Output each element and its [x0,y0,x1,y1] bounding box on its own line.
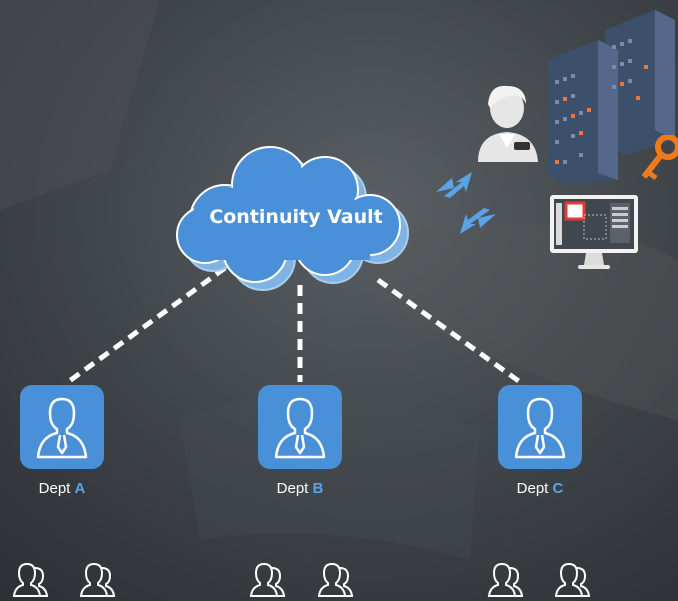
dept-a-label: Dept A [7,480,117,497]
team-member-icon [488,563,523,597]
dept-c-letter: C [552,480,564,497]
dept-b-person-icon [258,385,342,469]
dept-b-prefix: Dept [276,480,313,497]
dept-a-person-icon [20,385,104,469]
sync-arrows-icon [436,172,496,234]
line-to-dept-a [66,265,227,385]
cloud-icon [176,146,409,291]
team-member-icon [555,563,590,597]
dept-c-prefix: Dept [516,480,553,497]
dept-b-label: Dept B [245,480,355,497]
cloud-label: Continuity Vault [209,206,383,228]
key-icon [641,135,678,180]
team-member-icon [13,563,48,597]
monitor-icon [550,195,638,269]
office-buildings-icon [548,10,675,185]
line-to-dept-c [376,277,522,385]
dept-b-letter: B [312,480,324,497]
dept-a-prefix: Dept [38,480,75,497]
team-member-icon [318,563,353,597]
team-member-icon [250,563,285,597]
dept-a-letter: A [74,480,86,497]
support-agent-icon [478,85,538,162]
team-member-icon [80,563,115,597]
dept-c-label: Dept C [485,480,595,497]
dept-c-person-icon [498,385,582,469]
